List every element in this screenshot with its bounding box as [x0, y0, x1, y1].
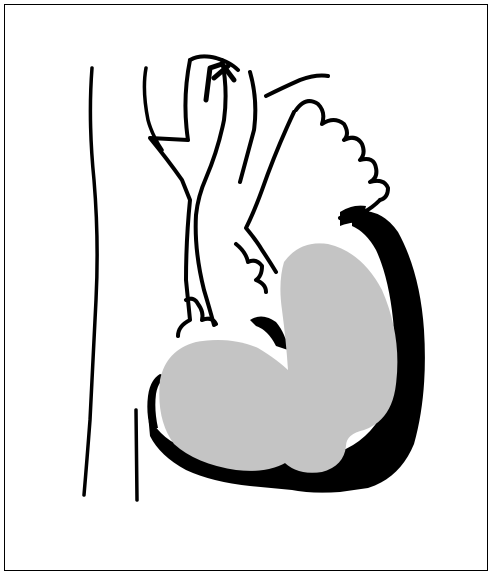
arch-branch [240, 72, 255, 182]
pulmonary-wavy-edge [296, 101, 388, 200]
left-vertical-line [84, 68, 97, 495]
arrow [206, 64, 234, 100]
heart-chambers [159, 243, 397, 472]
aorta-outer [266, 76, 328, 97]
effusion-notch [250, 316, 288, 350]
lower-vertical-line [136, 410, 137, 500]
aorta-left-wall [150, 60, 190, 336]
aorta-right-wall [196, 60, 226, 325]
arrow-icon [206, 64, 234, 100]
